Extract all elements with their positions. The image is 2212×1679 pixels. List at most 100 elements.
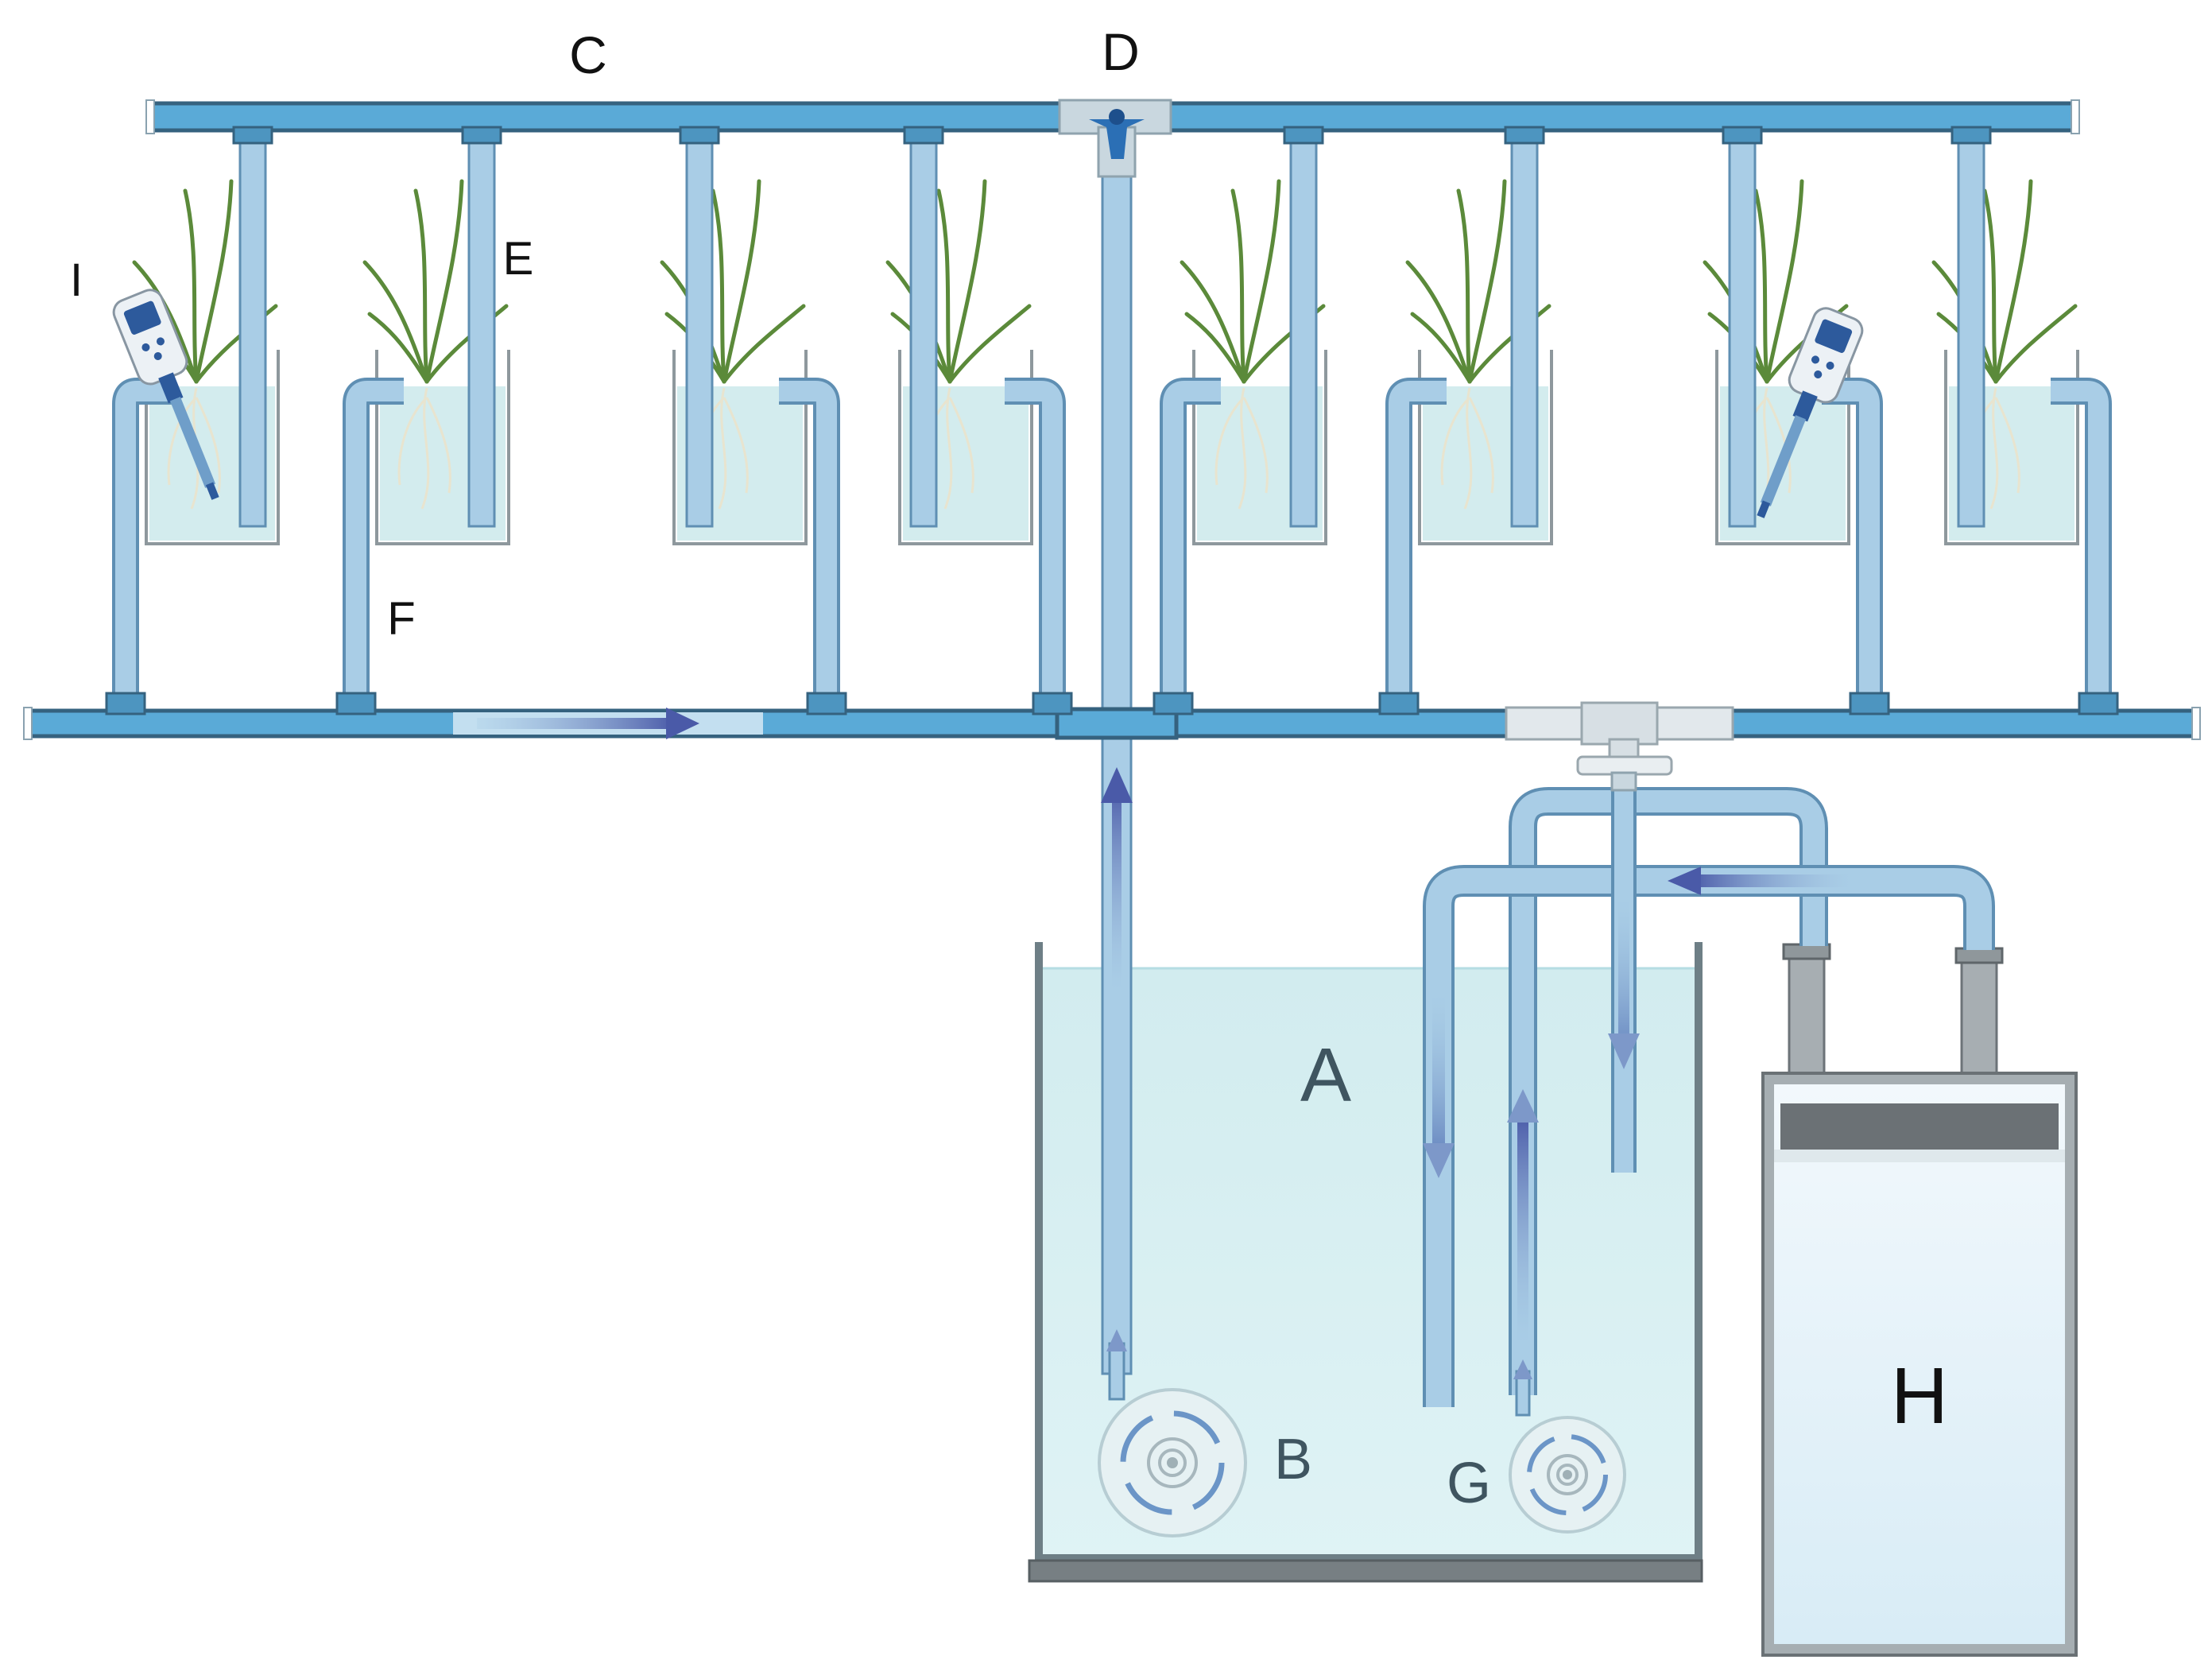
tee-valve-bottom — [1505, 701, 1734, 792]
plant-pot-unit — [1931, 126, 2119, 715]
drain-pipe — [1822, 381, 1880, 711]
label-g: G — [1447, 1452, 1491, 1515]
seedling-leaf — [194, 179, 234, 384]
plant-pot-unit — [660, 126, 847, 715]
bottom-valve-hub — [1580, 701, 1659, 746]
flow-down-streak-2 — [1618, 898, 1629, 1041]
drain-pipe — [1005, 381, 1063, 711]
flow-left-arrow — [1668, 867, 1701, 895]
chiller-outlet-collar — [1954, 947, 2004, 964]
plant-pot-unit — [1378, 126, 1553, 715]
label-b: B — [1274, 1428, 1312, 1491]
pump-g — [1509, 1359, 1626, 1534]
bottom-manifold-pipe-right — [1727, 708, 2199, 739]
bottom-manifold — [23, 707, 2201, 740]
seedling-leaf — [711, 188, 726, 384]
drain-pipe — [2051, 381, 2109, 711]
ph-meter-button — [156, 337, 165, 346]
pot-container — [898, 350, 1033, 545]
reservoir-left-wall — [1035, 942, 1043, 1561]
feed-pipe-fitting — [1504, 126, 1545, 145]
riser-flow-streak — [1112, 783, 1121, 990]
plant-pot-unit — [105, 126, 280, 715]
reservoir-base — [1028, 1559, 1703, 1583]
pot-container — [1944, 350, 2079, 545]
drain-pipe-fitting — [1378, 692, 1420, 715]
ph-meter-screen — [1815, 319, 1853, 353]
seedling-icon — [1931, 179, 2078, 384]
pump-b — [1098, 1329, 1247, 1537]
flow-up-streak-g — [1517, 1113, 1528, 1344]
riser-pipe — [1101, 132, 1133, 1375]
seedling-leaf — [1456, 188, 1472, 384]
seedling-icon — [1405, 179, 1551, 384]
feed-pipe-fitting — [232, 126, 273, 145]
reservoir-floor — [1035, 1554, 1703, 1561]
chiller-body — [1774, 1084, 2065, 1644]
pump-b-hub-inner — [1158, 1448, 1187, 1477]
pump-g-hub-inner — [1556, 1464, 1579, 1486]
ph-meter-button — [1814, 370, 1823, 379]
ph-meter-neck — [158, 372, 184, 404]
seedling-icon — [132, 179, 278, 384]
seedling-leaf — [722, 179, 761, 384]
ph-meter-probe — [169, 397, 216, 488]
chiller-inlet-connector — [1788, 944, 1826, 1075]
feed-pipe — [1510, 129, 1539, 528]
riser-flow-arrow — [1101, 767, 1133, 803]
seedling-icon — [660, 179, 806, 384]
chiller-unit — [1761, 943, 2078, 1657]
seedling-leaf — [1184, 312, 1246, 384]
drain-pipe — [115, 381, 173, 711]
drain-pipe-fitting — [2078, 692, 2119, 715]
drain-pipe-fitting — [1152, 692, 1194, 715]
ph-meter-button — [153, 352, 162, 361]
pot-container — [1418, 350, 1553, 545]
bottom-valve-connector — [1610, 771, 1637, 792]
seedling-leaf — [132, 260, 199, 384]
pump-g-hub-core — [1563, 1470, 1572, 1479]
label-a: A — [1300, 1033, 1351, 1118]
ph-meter-button — [1826, 361, 1834, 370]
seedling-leaf — [947, 179, 987, 384]
plant-pot-unit — [1152, 126, 1327, 715]
plant-pot-unit — [885, 126, 1073, 715]
bottom-flow-arrow — [666, 708, 699, 739]
top-manifold-cap-left — [145, 99, 155, 134]
pump-b-intake-arrow — [1106, 1329, 1127, 1351]
pump-g-intake-arrow — [1513, 1359, 1532, 1379]
feed-pipe — [1728, 129, 1757, 528]
label-d: D — [1102, 22, 1140, 81]
bottom-manifold-cap-left — [23, 707, 33, 740]
feed-pipe — [685, 129, 714, 528]
seedling-leaf — [1410, 312, 1472, 384]
feed-pipe — [1957, 129, 1985, 528]
seedling-leaf — [183, 188, 199, 384]
loop-outer-pipe-fill — [1512, 790, 1825, 1395]
pot-container — [375, 350, 510, 545]
feed-pipe — [238, 129, 267, 528]
bottom-manifold-cap-right — [2191, 707, 2201, 740]
plant-roots — [1214, 387, 1269, 510]
flow-down-arrow-1 — [1423, 1143, 1455, 1178]
seedling-leaf — [367, 312, 429, 384]
feed-pipe-fitting — [1722, 126, 1763, 145]
tee-valve-knob — [1109, 109, 1125, 125]
drain-pipe-fitting — [1849, 692, 1890, 715]
supply-riser — [1101, 132, 1133, 1375]
seedling-leaf — [1982, 188, 1998, 384]
seedling-leaf — [1467, 179, 1507, 384]
pump-b-rotor-ring — [1120, 1410, 1225, 1515]
label-f: F — [387, 593, 415, 645]
chiller-top-panel — [1774, 1150, 2065, 1162]
flow-left-streak — [1691, 874, 1850, 887]
drain-pipe-fitting — [105, 692, 146, 715]
seedling-leaf — [424, 179, 464, 384]
bottom-flow-streak — [477, 718, 676, 729]
ph-meter-left — [112, 289, 219, 500]
tee-valve-top — [1058, 99, 1172, 178]
feed-pipe-fitting — [679, 126, 720, 145]
pot-container — [1192, 350, 1327, 545]
ph-meter-button — [1811, 355, 1820, 364]
plant-pot-unit — [1703, 126, 1890, 715]
